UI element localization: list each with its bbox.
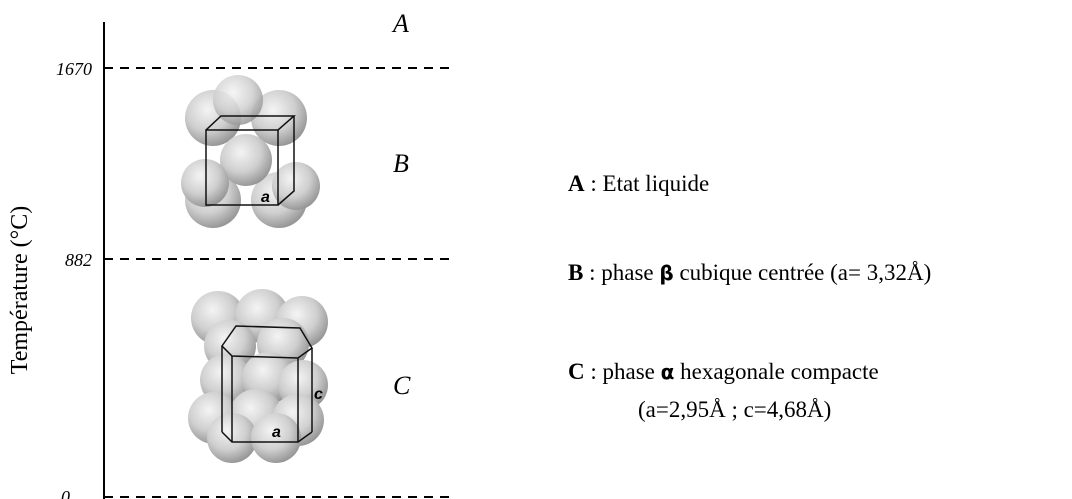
bcc-unit-cell-illustration: a — [181, 75, 320, 228]
legend-separator-b: : phase — [583, 260, 660, 285]
hcp-unit-cell-illustration: c a — [188, 289, 328, 463]
legend-key-a: A — [568, 171, 585, 196]
tick-label-0: 0 — [61, 487, 70, 499]
legend-text-c: hexagonale compacte — [674, 359, 879, 384]
legend-liquid: A : Etat liquide — [568, 168, 709, 200]
legend-key-b: B — [568, 260, 584, 285]
bcc-lattice-label-a: a — [261, 189, 270, 206]
legend-text-c-parameters: (a=2,95Å ; c=4,68Å) — [638, 397, 832, 422]
hcp-lattice-label-c: c — [314, 386, 323, 403]
legend-separator-c: : phase — [584, 359, 661, 384]
tick-label-882: 882 — [65, 250, 92, 270]
legend-alpha-phase: C : phase α hexagonale compacte (a=2,95Å… — [568, 356, 879, 426]
legend-beta-phase: B : phase β cubique centrée (a= 3,32Å) — [568, 257, 931, 289]
tick-label-1670: 1670 — [56, 59, 92, 79]
legend-separator-a: : — [584, 171, 603, 196]
legend-greek-alpha: α — [660, 360, 675, 384]
axis-title: Température (°C) — [7, 206, 33, 375]
phase-diagram: Température (°C) 1670 882 0 A B C a — [7, 9, 455, 499]
phase-letter-b: B — [393, 149, 409, 178]
legend-text-b: cubique centrée (a= 3,32Å) — [673, 260, 932, 285]
legend-text-a: Etat liquide — [602, 171, 710, 196]
phase-letter-a: A — [391, 9, 409, 38]
hcp-lattice-label-a: a — [272, 424, 281, 441]
phase-letter-c: C — [393, 371, 411, 400]
legend-greek-beta: β — [659, 261, 674, 285]
legend-key-c: C — [568, 359, 585, 384]
